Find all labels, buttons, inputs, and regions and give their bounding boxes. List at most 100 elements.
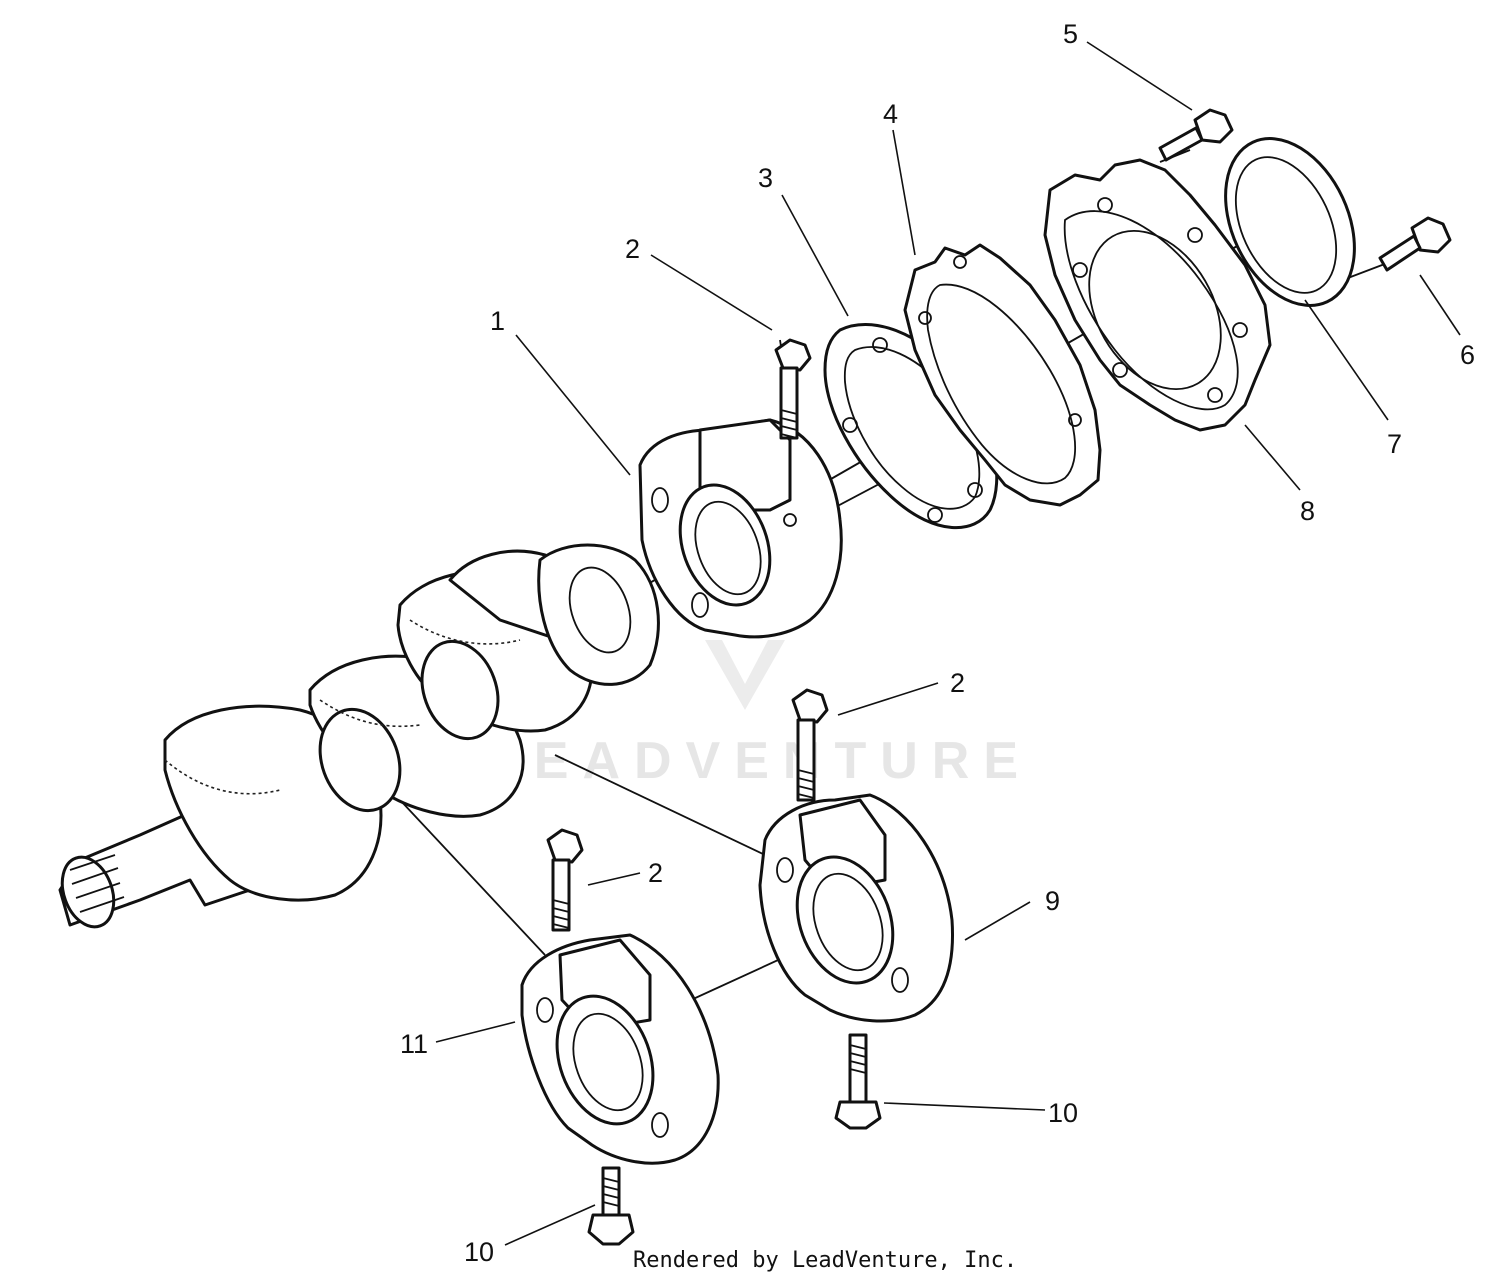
gasket-4-hole-c [918,311,932,325]
bearing-cap-11-bore [555,994,655,1126]
watermark: LEADVENTURE [488,640,1032,790]
gasket-4 [903,243,1102,507]
leader-lines [435,41,1461,1246]
callout-2-top: 2 [625,234,640,264]
bolt-2-bottom-shank [551,858,571,932]
leader-2-middle [837,682,939,716]
watermark-text: LEADVENTURE [488,732,1032,790]
callout-1: 1 [490,306,505,336]
main-journal-face [568,566,632,654]
bolt-6-shank [1378,234,1422,272]
callout-8: 8 [1300,496,1315,526]
callout-3: 3 [758,163,773,193]
bearing-cap-9-hole-b [891,967,909,993]
bearing-cap-1 [638,418,843,639]
oil-seal-7 [1224,137,1356,307]
bolt-10-bottom-thread [602,1177,620,1207]
leader-8 [1244,424,1301,491]
crank-journal-1 [318,707,402,813]
spline-teeth [69,854,125,913]
callout-10-right: 10 [1048,1098,1078,1128]
callout-2-bottom: 2 [648,858,663,888]
seal-housing-8-hole-b [1187,227,1203,243]
bearing-cap-1-hole-a [651,487,669,513]
leader-5 [1086,41,1193,111]
bolt-2-bottom [546,828,584,932]
watermark-logo [705,640,785,710]
crank-main-journal [537,543,660,686]
callout-4: 4 [883,99,898,129]
bolt-2-middle-shank [796,718,816,802]
bearing-cap-9-hole-a [776,857,794,883]
bearing-cap-11-hole-a [536,997,554,1023]
gasket-3-hole-a [872,337,888,353]
bearing-cap-1-hole-b [691,592,709,618]
crank-hidden-edges [164,619,521,795]
bolt-2-bottom-thread [552,899,570,929]
gasket-4-inner [926,283,1076,485]
oil-seal-7-inner [1234,156,1338,294]
gasket-4-outer [903,243,1102,507]
bolt-2-top [774,338,812,440]
callout-labels: 1 2 3 4 5 6 7 8 2 9 2 11 10 10 [400,19,1475,1267]
bearing-cap-11 [520,933,720,1165]
bolt-6-head [1410,216,1452,254]
axis-line-bearing-9 [554,754,766,856]
bolt-10-right-head [834,1100,882,1130]
callout-6: 6 [1460,340,1475,370]
callout-5: 5 [1063,19,1078,49]
bolt-5-shank [1158,126,1204,162]
seal-housing-8-face [1063,210,1239,411]
leader-1 [515,334,631,476]
bolt-10-bottom-head [587,1213,635,1246]
bolt-10-right-thread [849,1044,867,1074]
bolt-2-middle-head [791,688,829,724]
bolt-2-middle [791,688,829,802]
gasket-3-hole-d [927,507,943,523]
bolt-10-bottom [587,1166,635,1246]
callout-2-middle: 2 [950,668,965,698]
leader-2-bottom [587,872,641,886]
bolt-2-bottom-head [546,828,584,864]
callout-7: 7 [1387,429,1402,459]
leader-11 [435,1021,516,1043]
bearing-cap-1-bolt-hole [783,513,797,527]
leader-6 [1419,274,1461,336]
gasket-3-hole-e [842,417,858,433]
seal-housing-8 [1043,158,1272,432]
seal-housing-8-hole-f [1112,362,1128,378]
leader-10-right [883,1102,1046,1111]
bearing-cap-1-bore [678,483,772,607]
axis-line-bearing-11 [399,799,546,956]
gasket-4-hole-a [953,255,967,269]
callout-10-bottom: 10 [464,1237,494,1267]
bolt-2-top-thread [780,409,798,439]
leader-4 [892,129,916,256]
seal-housing-8-hole-a [1097,197,1113,213]
seal-housing-8-outer [1043,158,1272,432]
leader-7 [1304,299,1389,421]
seal-housing-8-hole-d [1207,387,1223,403]
gasket-3-hole-c [967,482,983,498]
bolt-6 [1378,216,1452,272]
callout-11: 11 [400,1029,428,1059]
crankshaft [58,543,660,929]
seal-housing-8-hole-e [1072,262,1088,278]
bearing-cap-9-bore-inner [812,872,884,972]
seal-housing-8-bore [1088,229,1222,391]
bolt-5 [1158,108,1234,162]
bolt-2-middle-thread [797,769,815,799]
bolt-10-bottom-shank [601,1166,621,1218]
callout-9: 9 [1045,886,1060,916]
bearing-cap-9 [758,793,954,1023]
bearing-cap-11-hole-b [651,1112,669,1138]
seal-housing-8-hole-c [1232,322,1248,338]
gasket-4-hole-b [1068,413,1082,427]
bearing-cap-1-bore-inner [694,500,762,596]
leader-10-bottom [504,1204,596,1246]
leader-9 [964,901,1031,941]
bearing-cap-9-bore [795,855,895,985]
bolt-10-right [834,1033,882,1130]
